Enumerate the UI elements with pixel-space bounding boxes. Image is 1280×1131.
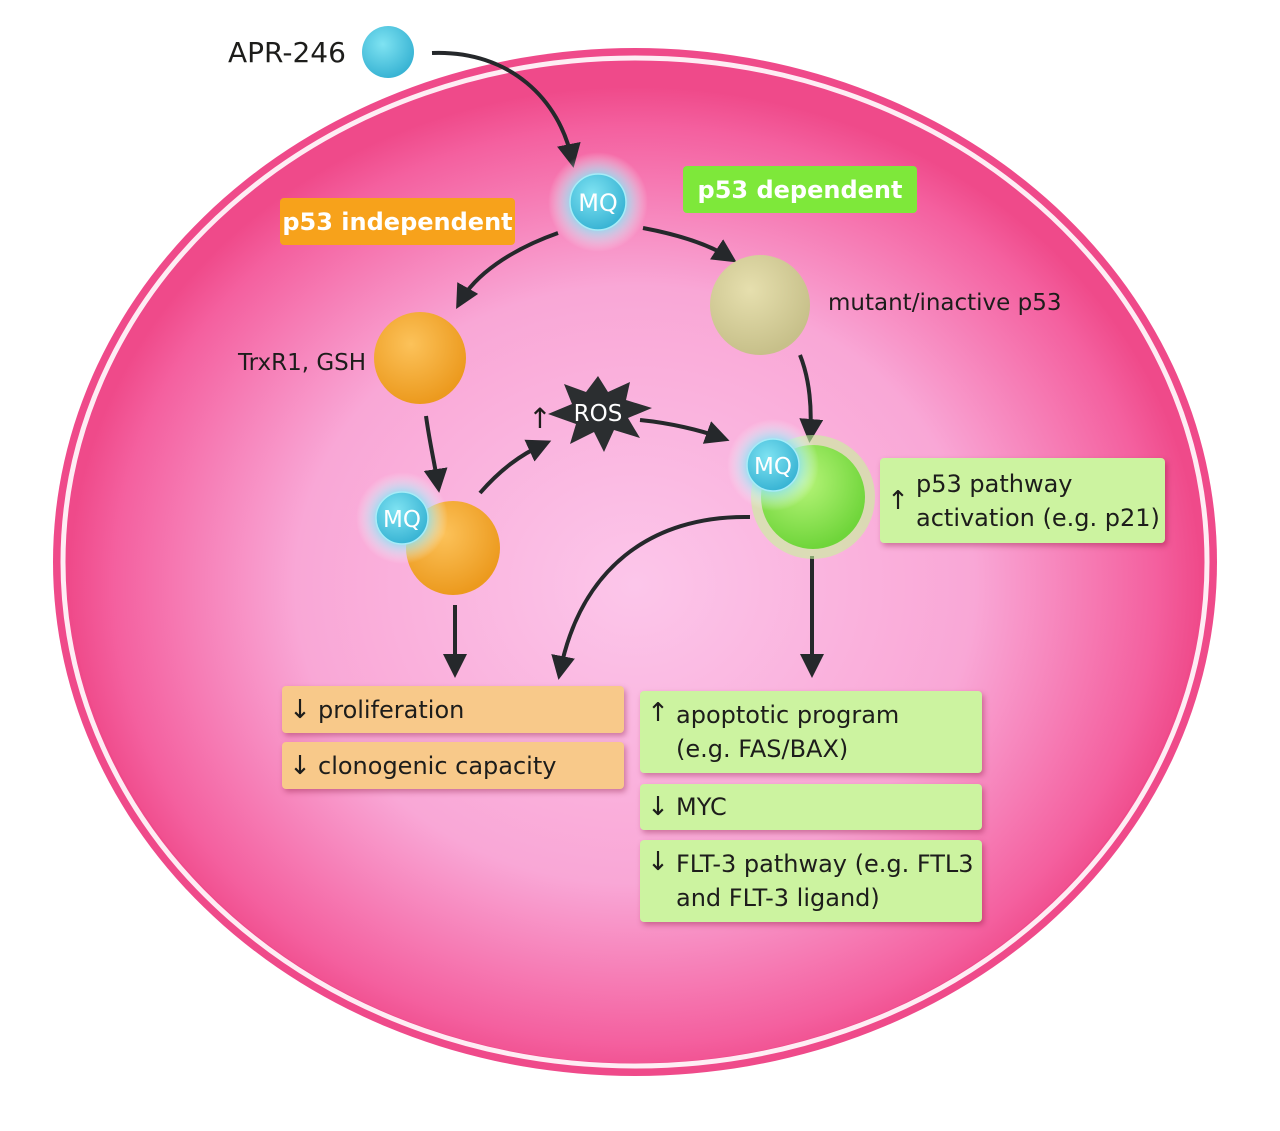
apr246-label: APR-246 xyxy=(228,36,346,69)
outcome-proliferation: ↓proliferation xyxy=(282,686,624,733)
up-arrow: ↑ xyxy=(647,698,669,728)
arrow-green-to-left xyxy=(551,514,751,680)
apr246-molecule xyxy=(362,26,414,78)
outcome-text: apoptotic program xyxy=(676,701,900,729)
tag-p53-independent: p53 independent xyxy=(280,198,515,245)
outcome-text: clonogenic capacity xyxy=(318,751,557,780)
mq-label-right: MQ xyxy=(754,454,792,480)
down-arrow: ↓ xyxy=(647,792,669,822)
down-arrow: ↓ xyxy=(289,750,311,781)
up-arrow: ↑ xyxy=(887,485,909,516)
outcome-text: MYC xyxy=(676,793,727,821)
down-arrow: ↓ xyxy=(647,847,669,877)
down-arrow: ↓ xyxy=(289,694,311,725)
arrow-mq-to-p53 xyxy=(642,226,737,263)
arrow-trxr-to-complex xyxy=(423,415,448,493)
arrow-ros-to-mq xyxy=(639,418,730,444)
outcome-text-2: (e.g. FAS/BAX) xyxy=(676,735,849,763)
trxr-label: TrxR1, GSH xyxy=(237,350,366,376)
ros-star xyxy=(548,376,652,452)
outcome-clonogenic: ↓clonogenic capacity xyxy=(282,742,624,789)
outcome-text-2: and FLT-3 ligand) xyxy=(676,884,880,912)
mq-molecule-left xyxy=(375,491,429,545)
mq-label-top: MQ xyxy=(578,189,618,217)
arrow-p53-to-mq xyxy=(798,354,824,443)
arrows xyxy=(423,50,824,680)
mq-molecule-top xyxy=(569,173,627,231)
outcome-text: FLT-3 pathway (e.g. FTL3 xyxy=(676,850,974,878)
mutant-p53-label: mutant/inactive p53 xyxy=(828,290,1062,316)
p53-pathway-text-2: activation (e.g. p21) xyxy=(916,503,1160,532)
outcome-flt3: ↓ FLT-3 pathway (e.g. FTL3 and FLT-3 liga… xyxy=(640,840,982,922)
p53-pathway-box: ↑ p53 pathway activation (e.g. p21) xyxy=(880,458,1165,543)
p53-pathway-text: p53 pathway xyxy=(916,469,1073,498)
arrow-apr-to-mq xyxy=(431,50,581,168)
outcome-myc: ↓MYC xyxy=(640,784,982,830)
outcome-text: proliferation xyxy=(318,695,465,724)
ros-up-arrow: ↑ xyxy=(528,402,551,435)
mq-molecule-right xyxy=(746,438,800,492)
arrow-complex-to-ros xyxy=(478,439,552,495)
outcome-apoptotic: ↑ apoptotic program (e.g. FAS/BAX) xyxy=(640,691,982,773)
mq-label-left: MQ xyxy=(383,507,421,533)
arrow-mq-to-trxr xyxy=(456,231,559,309)
ros-label: ROS xyxy=(574,401,623,427)
tag-p53-dependent: p53 dependent xyxy=(683,166,917,213)
mutant-p53-ball xyxy=(710,255,810,355)
trxr-ball xyxy=(374,312,466,404)
